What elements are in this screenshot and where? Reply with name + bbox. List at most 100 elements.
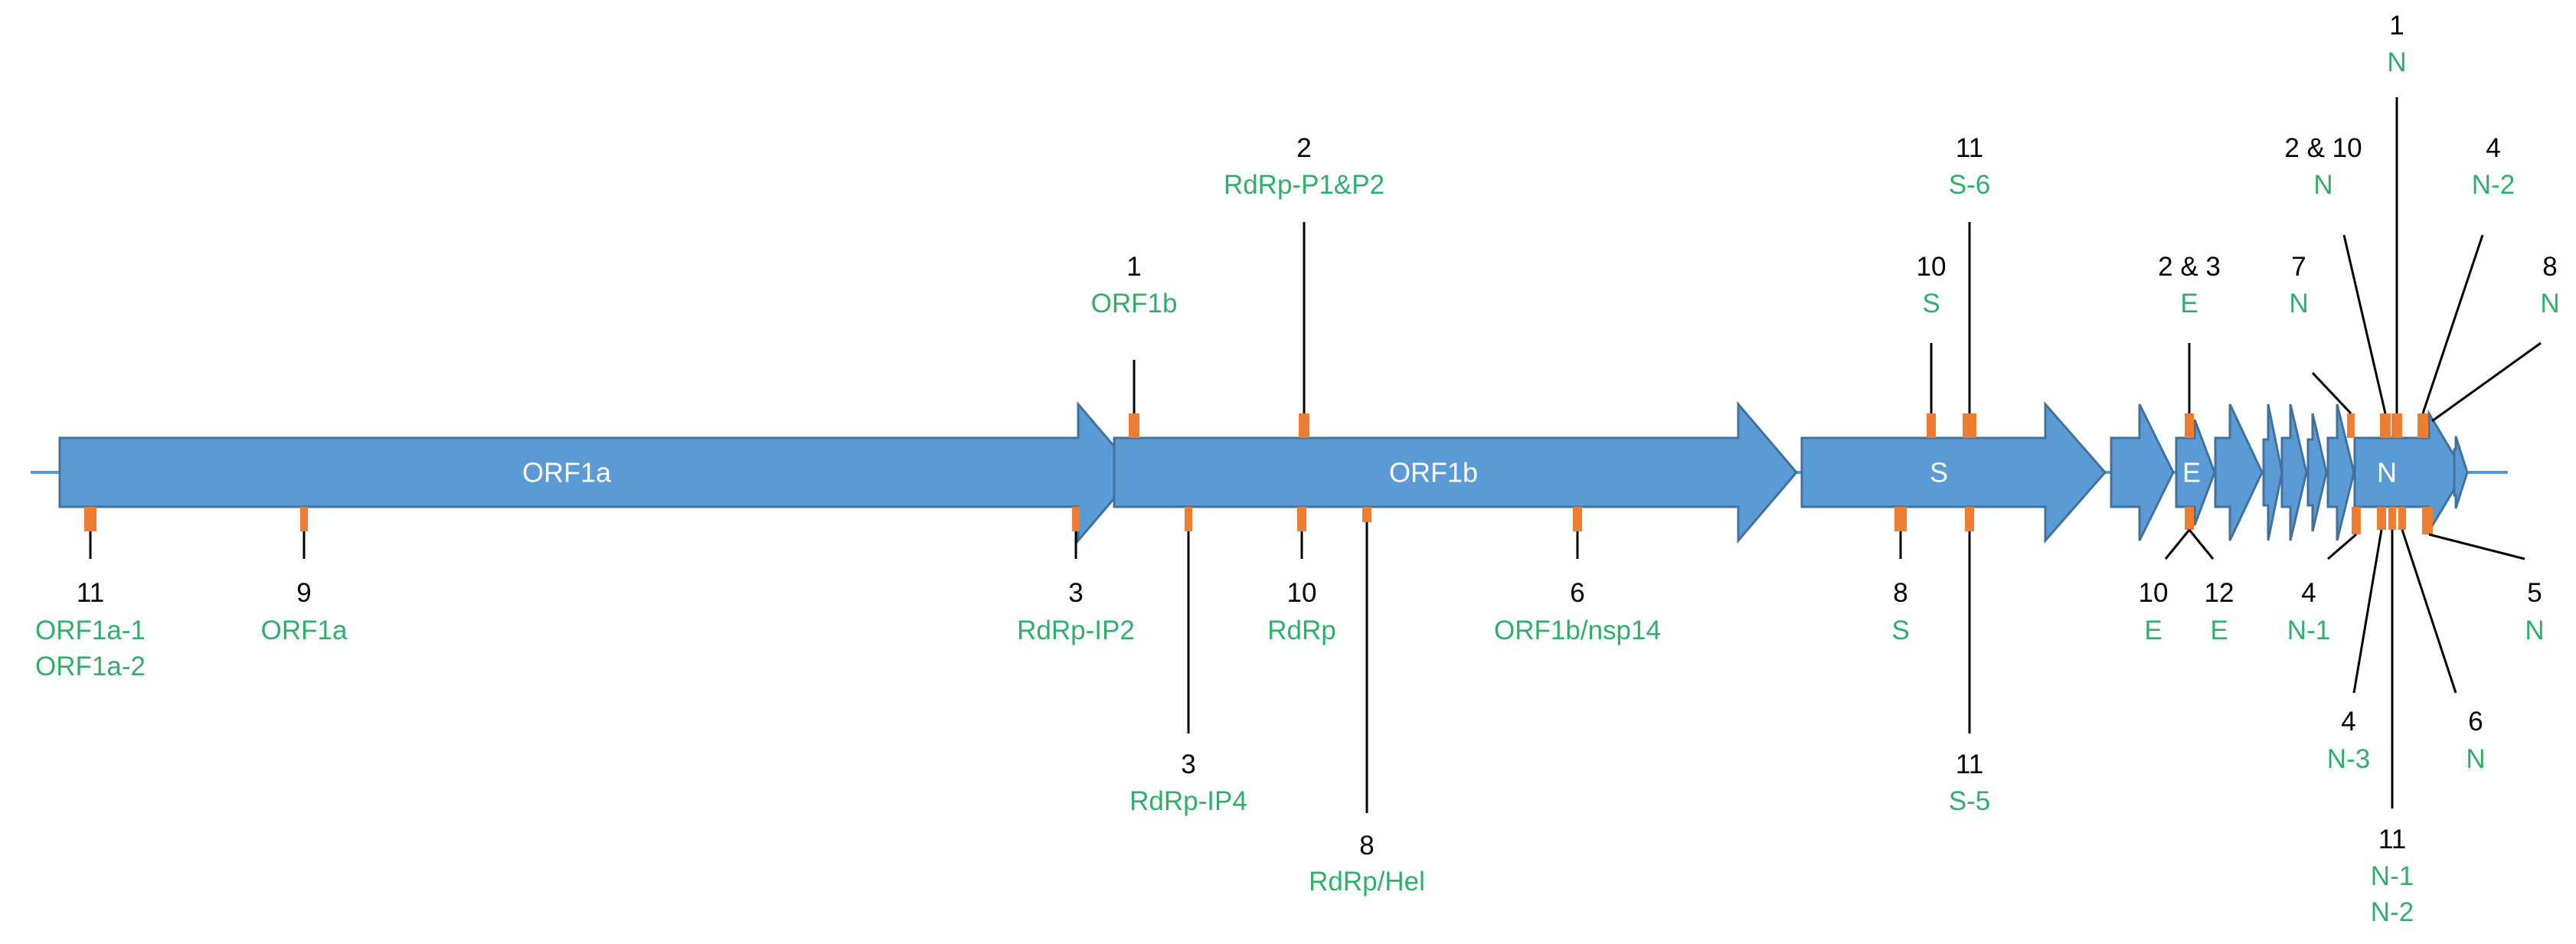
target-label: N-1 xyxy=(2371,861,2414,891)
annotation-a22: 4 N-1 xyxy=(2287,507,2361,645)
primer-marker xyxy=(2388,507,2396,530)
annotation-a19: 7 N xyxy=(2289,252,2355,438)
assay-number: 9 xyxy=(296,578,311,608)
primer-marker xyxy=(2380,413,2391,438)
gene-label-n: N xyxy=(2377,457,2397,488)
gene-label-e: E xyxy=(2182,457,2201,488)
annotation-a11: 11 S-6 xyxy=(1949,133,1990,438)
primer-marker xyxy=(1297,507,1306,531)
annotation-a12: 8 S xyxy=(1891,507,1910,645)
orf7a-arrow xyxy=(2280,403,2308,541)
target-label: ORF1b/nsp14 xyxy=(1494,616,1661,645)
assay-number: 10 xyxy=(1917,252,1947,282)
primer-marker xyxy=(300,507,308,531)
leader-line xyxy=(2352,529,2383,694)
gene-label-s: S xyxy=(1930,457,1948,488)
target-label: E xyxy=(2144,616,2162,645)
primer-marker xyxy=(1299,413,1309,438)
gene-arrow-n xyxy=(2353,409,2466,536)
assay-number: 3 xyxy=(1181,750,1195,779)
assay-number: 11 xyxy=(1956,133,1983,163)
primer-marker xyxy=(2417,413,2428,438)
orf8-arrow xyxy=(2326,403,2355,541)
annotation-a20: 4 N-2 xyxy=(2417,133,2515,438)
primer-marker xyxy=(2391,413,2402,438)
annotation-a15: 10 E xyxy=(2139,507,2194,645)
gene-arrow-s xyxy=(1800,401,2107,544)
annotation-a10: 10 S xyxy=(1917,252,1947,438)
annotation-a4: 1 ORF1b xyxy=(1091,252,1177,438)
assay-number: 8 xyxy=(1893,578,1907,608)
gene-label-orf1b: ORF1b xyxy=(1389,457,1478,488)
primer-marker xyxy=(1965,507,1974,531)
orf6-arrow xyxy=(2262,403,2283,541)
gene-arrows xyxy=(58,400,2469,544)
assay-number: 6 xyxy=(2468,707,2483,737)
orf10-arrow xyxy=(2453,436,2469,509)
annotation-a8: 8 RdRp/Hel xyxy=(1309,507,1425,897)
target-label: N xyxy=(2289,289,2308,318)
assay-number: 10 xyxy=(2139,578,2169,608)
primer-marker xyxy=(2422,507,2433,534)
leader-line xyxy=(2164,529,2191,560)
target-label: N-1 xyxy=(2287,616,2330,645)
assay-number: 6 xyxy=(1570,578,1584,608)
annotation-a17: 1 N xyxy=(2387,11,2407,438)
target-label: RdRp-IP4 xyxy=(1129,786,1247,816)
orf3a-arrow xyxy=(2110,403,2175,541)
assay-number: 12 xyxy=(2205,578,2234,608)
assay-number: 4 xyxy=(2301,578,2316,608)
annotation-a1: 11 ORF1a-1 ORF1a-2 xyxy=(35,507,145,681)
leader-line xyxy=(2188,529,2215,560)
target-label: N xyxy=(2540,289,2559,318)
target-label: S xyxy=(1891,616,1909,645)
annotation-a26: 5 N xyxy=(2422,507,2545,645)
gene-arrow-orf1b xyxy=(1113,400,1798,544)
primer-marker xyxy=(1963,413,1976,438)
assay-number: 11 xyxy=(1956,750,1983,779)
annotation-a9: 6 ORF1b/nsp14 xyxy=(1494,507,1661,645)
assay-number: 4 xyxy=(2486,133,2500,163)
annotation-a13: 11 S-5 xyxy=(1949,507,1990,816)
assay-number: 11 xyxy=(77,578,104,608)
assay-number: 2 & 3 xyxy=(2158,252,2221,282)
leader-line xyxy=(2431,341,2542,423)
gene-arrow-orf1a xyxy=(58,400,1138,544)
annotation-a18: 2 & 10 N xyxy=(2284,133,2391,438)
primer-marker xyxy=(1362,507,1371,522)
target-label: ORF1a-2 xyxy=(35,652,145,681)
primer-marker xyxy=(2185,413,2194,438)
target-label: N xyxy=(2387,47,2406,77)
primer-marker xyxy=(1927,413,1936,438)
primer-marker xyxy=(2377,507,2386,530)
assay-number: 2 xyxy=(1296,133,1311,163)
assay-number: 4 xyxy=(2341,707,2355,737)
annotation-a3: 3 RdRp-IP2 xyxy=(1017,507,1135,645)
annotation-a14: 2 & 3 E xyxy=(2158,252,2221,438)
target-label: N xyxy=(2525,616,2544,645)
annotation-a16: 12 E xyxy=(2188,529,2234,645)
assay-number: 1 xyxy=(1126,252,1141,282)
primer-marker xyxy=(2347,413,2355,438)
target-label: N xyxy=(2313,170,2332,200)
leader-line xyxy=(2401,529,2457,694)
assay-number: 7 xyxy=(2291,252,2306,282)
target-label: S xyxy=(1922,289,1940,318)
primer-marker xyxy=(2352,507,2361,534)
leader-line xyxy=(2311,371,2352,415)
target-label: E xyxy=(2180,289,2198,318)
primer-marker xyxy=(2185,507,2194,530)
leader-line xyxy=(2342,234,2387,414)
target-label: S-6 xyxy=(1949,170,1990,200)
annotation-a6: 2 RdRp-P1&P2 xyxy=(1224,133,1384,438)
annotation-a21: 8 N xyxy=(2431,252,2560,423)
annotation-a5: 3 RdRp-IP4 xyxy=(1129,507,1247,816)
annotation-a2: 9 ORF1a xyxy=(261,507,348,645)
annotation-a23: 4 N-3 xyxy=(2327,507,2386,774)
primer-marker xyxy=(1072,507,1080,531)
target-label: E xyxy=(2210,616,2228,645)
target-label: N-2 xyxy=(2472,170,2515,200)
leader-line xyxy=(2327,533,2357,560)
primer-marker xyxy=(1185,507,1192,531)
assay-number: 5 xyxy=(2527,578,2542,608)
